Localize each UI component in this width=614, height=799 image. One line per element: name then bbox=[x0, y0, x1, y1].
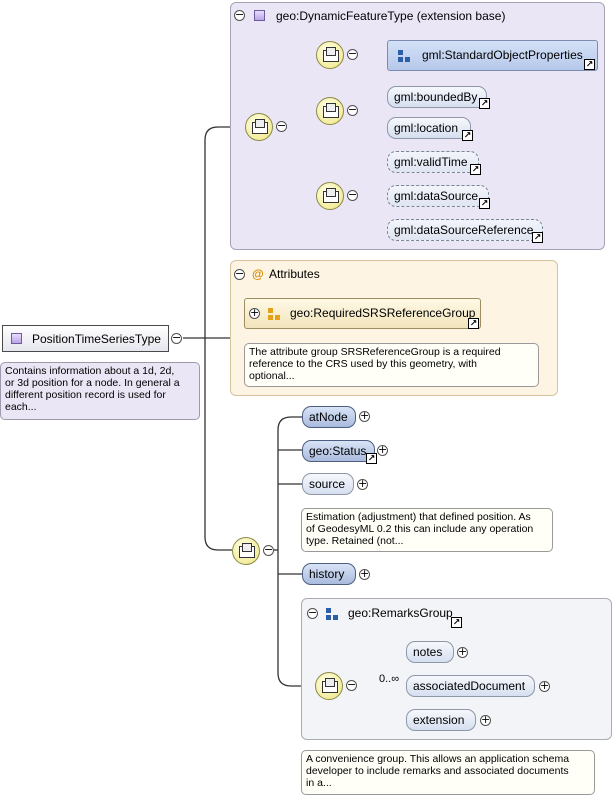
complex-type-icon bbox=[11, 333, 22, 344]
extension-base-title: geo:DynamicFeatureType (extension base) bbox=[276, 9, 506, 23]
expand-icon[interactable]: + bbox=[359, 567, 370, 580]
sequence-compositor-icon bbox=[316, 97, 344, 125]
element-data-source[interactable]: gml:dataSource bbox=[387, 185, 489, 207]
group-label: geo:RequiredSRSReferenceGroup bbox=[290, 306, 476, 320]
collapse-icon[interactable]: − bbox=[276, 119, 287, 132]
group-label: gml:StandardObjectProperties bbox=[422, 48, 583, 62]
collapse-icon[interactable]: − bbox=[307, 606, 318, 619]
sequence-compositor-icon bbox=[316, 182, 344, 210]
link-arrow-icon[interactable]: ↗ bbox=[470, 164, 481, 175]
collapse-icon[interactable]: − bbox=[347, 188, 358, 201]
sequence-compositor-icon bbox=[315, 672, 343, 700]
attribute-group-icon bbox=[268, 308, 280, 320]
element-associated-document[interactable]: associatedDocument bbox=[406, 675, 535, 697]
root-type-label: PositionTimeSeriesType bbox=[32, 332, 161, 346]
attributes-title: Attributes bbox=[269, 267, 320, 281]
sequence-compositor-icon bbox=[245, 113, 273, 141]
expand-icon[interactable]: + bbox=[357, 477, 368, 490]
element-valid-time[interactable]: gml:validTime bbox=[387, 151, 479, 173]
collapse-icon[interactable]: − bbox=[347, 103, 358, 116]
link-arrow-icon[interactable]: ↗ bbox=[462, 130, 473, 141]
link-arrow-icon[interactable]: ↗ bbox=[451, 617, 462, 628]
remarks-group-annotation: A convenience group. This allows an appl… bbox=[301, 750, 595, 795]
attribute-group-annotation: The attribute group SRSReferenceGroup is… bbox=[244, 343, 539, 387]
link-arrow-icon[interactable]: ↗ bbox=[366, 453, 377, 464]
element-notes[interactable]: notes bbox=[406, 641, 454, 663]
element-history[interactable]: history bbox=[302, 563, 356, 585]
link-arrow-icon[interactable]: ↗ bbox=[584, 59, 595, 70]
element-bounded-by[interactable]: gml:boundedBy bbox=[387, 86, 487, 108]
source-annotation: Estimation (adjustment) that defined pos… bbox=[301, 508, 553, 552]
expand-icon[interactable]: + bbox=[249, 306, 260, 319]
element-data-source-reference[interactable]: gml:dataSourceReference bbox=[387, 219, 543, 241]
collapse-icon[interactable]: − bbox=[234, 267, 245, 280]
sequence-compositor-icon bbox=[316, 41, 344, 69]
attribute-at-icon: @ bbox=[252, 267, 264, 281]
element-at-node[interactable]: atNode bbox=[302, 406, 356, 428]
expand-icon[interactable]: + bbox=[457, 645, 468, 658]
required-srs-reference-group[interactable]: + geo:RequiredSRSReferenceGroup bbox=[244, 298, 481, 329]
expand-icon[interactable]: + bbox=[359, 409, 370, 422]
sequence-compositor-icon bbox=[232, 537, 260, 565]
expand-icon[interactable]: + bbox=[480, 713, 491, 726]
remarks-group-title: geo:RemarksGroup bbox=[348, 606, 453, 620]
element-source[interactable]: source bbox=[302, 473, 354, 495]
collapse-icon[interactable]: − bbox=[346, 678, 357, 691]
expand-icon[interactable]: + bbox=[377, 443, 388, 456]
collapse-icon[interactable]: − bbox=[263, 543, 274, 556]
element-location[interactable]: gml:location bbox=[387, 117, 471, 139]
root-type-annotation: Contains information about a 1d, 2d, or … bbox=[0, 362, 200, 420]
group-icon bbox=[326, 608, 338, 620]
multiplicity-label: 0..∞ bbox=[379, 673, 400, 685]
element-status[interactable]: geo:Status bbox=[302, 440, 375, 462]
group-icon bbox=[398, 50, 410, 62]
root-type-box[interactable]: PositionTimeSeriesType bbox=[2, 325, 169, 352]
link-arrow-icon[interactable]: ↗ bbox=[479, 198, 490, 209]
link-arrow-icon[interactable]: ↗ bbox=[468, 318, 479, 329]
standard-object-properties-group[interactable]: gml:StandardObjectProperties bbox=[387, 40, 598, 71]
collapse-icon[interactable]: − bbox=[347, 47, 358, 60]
collapse-icon[interactable]: − bbox=[171, 331, 182, 344]
link-arrow-icon[interactable]: ↗ bbox=[532, 232, 543, 243]
link-arrow-icon[interactable]: ↗ bbox=[479, 98, 490, 109]
collapse-icon[interactable]: − bbox=[234, 8, 245, 21]
element-extension[interactable]: extension bbox=[406, 709, 476, 731]
expand-icon[interactable]: + bbox=[539, 679, 550, 692]
complex-type-icon bbox=[254, 10, 265, 21]
